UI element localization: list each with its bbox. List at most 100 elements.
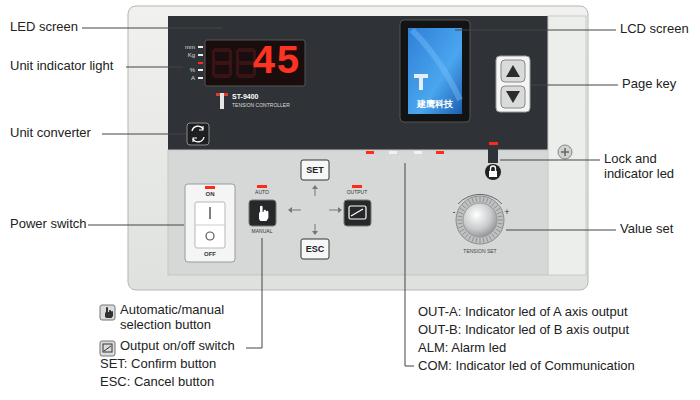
unit-label: A	[191, 75, 195, 82]
tension-knob-part-part	[496, 229, 500, 232]
navigation-cross	[288, 185, 342, 235]
legend-text: ESC: Cancel button	[100, 375, 214, 390]
set-esc-buttons-part	[301, 239, 329, 259]
legend-icon-part	[100, 341, 115, 356]
node-text: SET	[306, 166, 324, 175]
tension-knob-part-part	[462, 232, 466, 235]
tension-knob-part-part	[498, 220, 503, 221]
auto-manual-button	[249, 185, 276, 226]
tension-knob-part-part	[458, 226, 463, 228]
tension-knob-part-part	[460, 229, 464, 232]
led-label: OUT-B	[385, 156, 400, 162]
power-switch-part	[185, 184, 235, 262]
power-switch	[185, 184, 235, 262]
tension-knob-part-part	[489, 200, 492, 204]
lock-indicator-part	[489, 142, 498, 145]
page-key-part	[501, 86, 525, 108]
led-screen-part-part	[214, 61, 230, 65]
callout-leader-line-part	[455, 30, 616, 31]
navigation-cross-part	[289, 186, 341, 234]
lcd-screen-part	[412, 30, 460, 100]
led-screen-part-part	[214, 74, 230, 78]
power-switch-part	[195, 202, 225, 248]
led-label: COM	[434, 156, 446, 162]
tension-knob-part-part	[480, 238, 481, 243]
led-label: OUT-A	[362, 156, 377, 162]
led-screen-part-part	[236, 50, 239, 76]
callout-label: Unit indicator light	[10, 59, 113, 74]
lock-indicator	[485, 142, 501, 180]
led-screen-part-part	[238, 61, 254, 65]
unit-label: Kg	[188, 52, 195, 59]
tension-knob-part-part	[472, 198, 474, 203]
tension-knob-part-part	[483, 238, 485, 243]
tension-knob-part-part	[492, 234, 495, 238]
output-button-part	[352, 185, 362, 188]
status-leds-part	[389, 151, 397, 154]
output-button	[344, 185, 371, 226]
callout-label: Value set	[620, 222, 673, 237]
legend-text: COM: Indicator led of Communication	[418, 359, 635, 374]
panel-housing-part	[168, 16, 550, 150]
unit-label: %	[190, 67, 195, 74]
tension-knob-part	[463, 203, 497, 237]
legend-text: OUT-A: Indicator led of A axis output	[418, 305, 628, 320]
tension-knob-part-part	[458, 212, 463, 214]
tension-knob-part-part	[460, 209, 464, 212]
auto-manual-button-part	[259, 206, 268, 221]
callout-label: LCD screen	[620, 22, 689, 37]
panel-housing-part	[168, 150, 550, 275]
unit-converter-button-part	[192, 126, 204, 142]
tension-knob-part-part	[472, 237, 474, 242]
unit-converter-button	[187, 123, 209, 145]
tension-knob-part-part	[497, 212, 502, 214]
tension-knob-part-part	[465, 202, 468, 206]
brand-logo-part	[220, 93, 224, 109]
page-key-part	[506, 65, 520, 77]
callout-leader-line-part	[88, 225, 184, 226]
callout-label: Page key	[622, 77, 676, 92]
node-text: 建鹰科技	[417, 100, 453, 109]
tension-knob-part-part	[476, 197, 478, 202]
tension-knob-part-part	[494, 232, 498, 235]
tension-knob-part-part	[457, 220, 462, 221]
lcd-screen-part	[400, 20, 470, 122]
tension-knob-part-part	[497, 226, 502, 228]
legend-text: ALM: Alarm led	[418, 341, 506, 356]
led-label: ALM	[413, 156, 423, 162]
page-key-part	[496, 56, 530, 112]
status-leds-part	[436, 151, 444, 154]
node-text: 45	[252, 43, 300, 83]
esc-button: ESC	[301, 239, 329, 259]
power-switch-part	[206, 232, 214, 240]
status-leds-part	[366, 151, 374, 154]
lcd-screen	[400, 20, 470, 122]
legend-icon	[100, 305, 115, 356]
power-switch-part	[195, 225, 225, 226]
legend-icon-part	[103, 344, 112, 352]
unit-indicator-light-part	[198, 62, 203, 64]
button-label: OUTPUT	[347, 190, 368, 196]
panel-housing-part	[558, 145, 572, 159]
power-switch-part	[205, 186, 215, 189]
auto-manual-button-part	[249, 200, 276, 226]
set-esc-buttons-part	[301, 160, 329, 180]
lock-indicator-part	[488, 148, 498, 163]
panel-housing-part	[548, 16, 586, 275]
callout-leader-line-part	[246, 238, 262, 348]
lcd-screen-part	[408, 28, 462, 114]
model-name: ST-9400	[232, 93, 258, 101]
tension-knob-part-part	[486, 198, 488, 203]
panel-housing-part	[128, 6, 588, 290]
power-switch-part	[209, 207, 211, 219]
output-button-part	[351, 209, 363, 216]
tension-knob-part-part	[494, 205, 498, 208]
unit-indicator-light	[198, 46, 203, 79]
lock-indicator-part	[491, 166, 496, 171]
callout-leader-line-part	[531, 85, 618, 86]
led-screen-part-part	[212, 50, 215, 76]
led-screen-part-part	[238, 48, 254, 52]
led-screen-part-part	[238, 74, 254, 78]
knob-sign: -	[453, 207, 456, 217]
